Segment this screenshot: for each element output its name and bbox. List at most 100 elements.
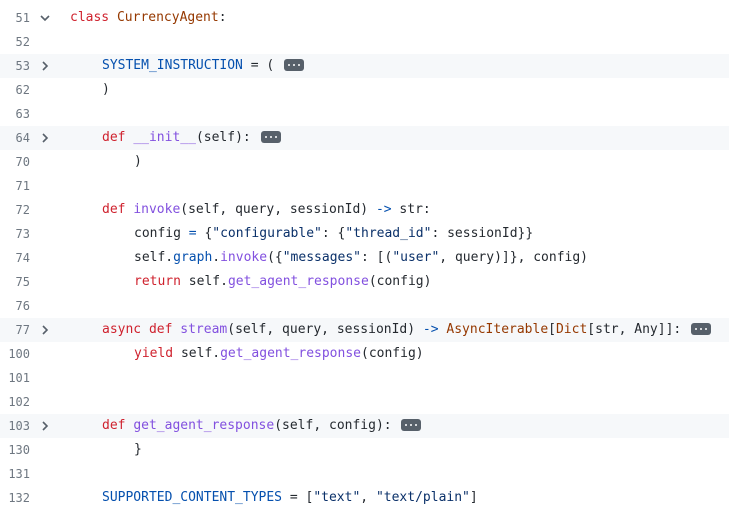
code-line: 51 class CurrencyAgent: bbox=[0, 6, 729, 30]
code-line: 76 bbox=[0, 294, 729, 318]
line-number: 53 bbox=[15, 59, 30, 73]
code-token: [str, Any]]: bbox=[587, 322, 690, 337]
ellipsis-icon[interactable] bbox=[401, 418, 422, 431]
code-text: self.graph.invoke({"messages": [("user",… bbox=[134, 246, 588, 270]
code-token: str: bbox=[391, 202, 431, 217]
chevron-right-icon[interactable] bbox=[37, 54, 53, 78]
chevron-down-icon[interactable] bbox=[37, 6, 53, 30]
line-number: 74 bbox=[15, 251, 30, 265]
code-token: get_agent_response bbox=[227, 274, 369, 289]
code-token: : bbox=[218, 10, 227, 25]
code-token: = bbox=[188, 226, 197, 241]
code-token: : sessionId}} bbox=[431, 226, 534, 241]
code-token: class bbox=[70, 10, 117, 25]
line-number: 63 bbox=[15, 107, 30, 121]
code-token: "configurable" bbox=[212, 226, 322, 241]
code-token: return bbox=[134, 274, 189, 289]
line-number: 100 bbox=[8, 347, 30, 361]
code-line: 77 async def stream(self, query, sessionI… bbox=[0, 318, 729, 342]
code-line: 130} bbox=[0, 438, 729, 462]
code-text: def get_agent_response(self, config): bbox=[102, 414, 422, 438]
code-text: SUPPORTED_CONTENT_TYPES = ["text", "text… bbox=[102, 486, 478, 510]
code-text: } bbox=[134, 438, 142, 462]
chevron-right-icon[interactable] bbox=[37, 414, 53, 438]
code-token: get_agent_response bbox=[220, 346, 361, 361]
line-number: 73 bbox=[15, 227, 30, 241]
code-token: config bbox=[134, 226, 189, 241]
code-token: (self, query, sessionId) bbox=[227, 322, 423, 337]
line-number: 76 bbox=[15, 299, 30, 313]
line-number: 131 bbox=[8, 467, 30, 481]
code-line: 52 bbox=[0, 30, 729, 54]
code-token: (self, config): bbox=[274, 418, 400, 433]
code-text: config = {"configurable": {"thread_id": … bbox=[134, 222, 533, 246]
code-token: "text/plain" bbox=[375, 490, 470, 505]
code-token: stream bbox=[180, 322, 228, 337]
line-number: 101 bbox=[8, 371, 30, 385]
code-token: = [ bbox=[282, 490, 314, 505]
code-token: "text" bbox=[313, 490, 361, 505]
code-token: } bbox=[134, 442, 142, 457]
line-number: 75 bbox=[15, 275, 30, 289]
code-line: 63 bbox=[0, 102, 729, 126]
code-token: [ bbox=[548, 322, 556, 337]
line-number: 51 bbox=[15, 11, 30, 25]
code-token: get_agent_response bbox=[133, 418, 275, 433]
code-editor: 51 class CurrencyAgent: 52 53 SYSTEM_INSTRUC… bbox=[0, 6, 729, 510]
ellipsis-icon[interactable] bbox=[260, 130, 281, 143]
code-token: __init__ bbox=[133, 130, 196, 145]
code-token: self. bbox=[134, 250, 174, 265]
code-token: { bbox=[196, 226, 213, 241]
code-line: 75 return self.get_agent_response(config) bbox=[0, 270, 729, 294]
line-number: 77 bbox=[15, 323, 30, 337]
code-token: , query)]}, config) bbox=[439, 250, 589, 265]
code-token: "messages" bbox=[282, 250, 362, 265]
code-text: SYSTEM_INSTRUCTION = ( bbox=[102, 54, 305, 78]
code-token: ) bbox=[134, 154, 142, 169]
code-line: 62) bbox=[0, 78, 729, 102]
code-line: 70) bbox=[0, 150, 729, 174]
code-text: def invoke(self, query, sessionId) -> st… bbox=[102, 198, 431, 222]
line-number: 103 bbox=[8, 419, 30, 433]
code-line: 53 SYSTEM_INSTRUCTION = ( bbox=[0, 54, 729, 78]
code-token: def bbox=[102, 418, 134, 433]
code-token: async def bbox=[102, 322, 181, 337]
code-text: ) bbox=[102, 78, 110, 102]
code-token: yield bbox=[134, 346, 181, 361]
code-token: (config) bbox=[368, 274, 432, 289]
code-token: SUPPORTED_CONTENT_TYPES bbox=[102, 490, 283, 505]
code-token: -> bbox=[375, 202, 392, 217]
code-token: invoke bbox=[220, 250, 268, 265]
code-token: -> bbox=[422, 322, 439, 337]
code-line: 132 SUPPORTED_CONTENT_TYPES = ["text", "t… bbox=[0, 486, 729, 510]
code-token: self. bbox=[188, 274, 228, 289]
code-token: = ( bbox=[242, 58, 283, 73]
line-number: 132 bbox=[8, 491, 30, 505]
code-token: ] bbox=[469, 490, 478, 505]
code-line: 74 self.graph.invoke({"messages": [("user… bbox=[0, 246, 729, 270]
code-token: ({ bbox=[267, 250, 283, 265]
line-number: 72 bbox=[15, 203, 30, 217]
code-token: graph bbox=[173, 250, 213, 265]
line-number: 52 bbox=[15, 35, 30, 49]
code-line: 101 bbox=[0, 366, 729, 390]
code-line: 131 bbox=[0, 462, 729, 486]
chevron-right-icon[interactable] bbox=[37, 126, 53, 150]
ellipsis-icon[interactable] bbox=[284, 58, 305, 71]
chevron-right-icon[interactable] bbox=[37, 318, 53, 342]
code-token: AsyncIterable bbox=[446, 322, 549, 337]
code-text: def __init__(self): bbox=[102, 126, 281, 150]
code-text: yield self.get_agent_response(config) bbox=[134, 342, 424, 366]
code-token: CurrencyAgent bbox=[116, 10, 219, 25]
code-token: : [( bbox=[361, 250, 393, 265]
code-text: return self.get_agent_response(config) bbox=[134, 270, 431, 294]
ellipsis-icon[interactable] bbox=[691, 322, 712, 335]
code-token: (self): bbox=[195, 130, 259, 145]
code-token: (self, query, sessionId) bbox=[180, 202, 376, 217]
line-number: 71 bbox=[15, 179, 30, 193]
code-token: def bbox=[102, 130, 134, 145]
code-line: 100 yield self.get_agent_response(config) bbox=[0, 342, 729, 366]
code-token: "thread_id" bbox=[345, 226, 432, 241]
